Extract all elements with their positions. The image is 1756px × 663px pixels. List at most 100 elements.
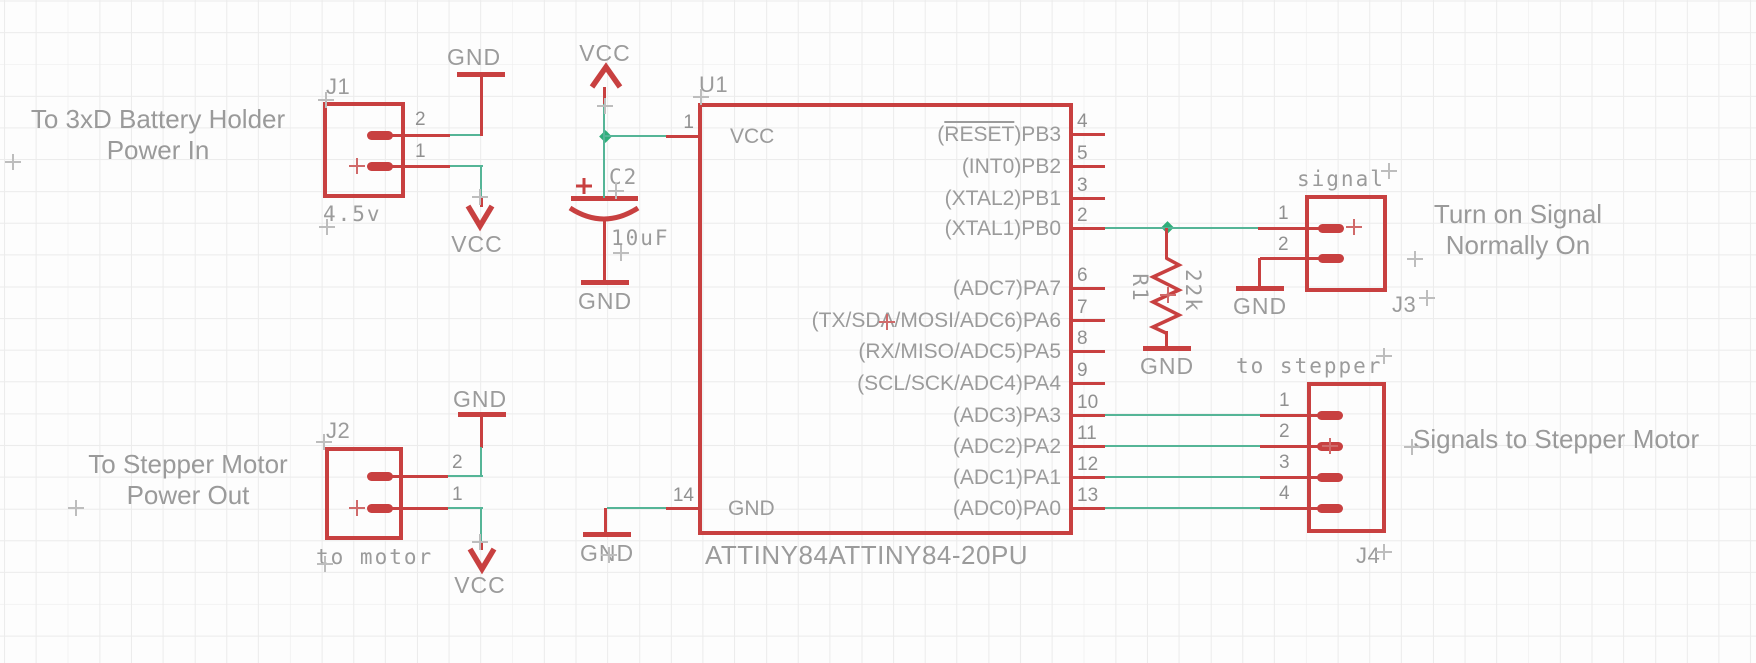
- net-wire[interactable]: [605, 135, 667, 137]
- pin-wire[interactable]: [1260, 413, 1342, 417]
- pin-wire[interactable]: [602, 218, 606, 282]
- pin-wire[interactable]: [1073, 196, 1105, 200]
- vcc-symbol[interactable]: VCC: [579, 40, 631, 66]
- pin-wire[interactable]: [479, 417, 483, 448]
- pin-number: 2: [1278, 234, 1289, 255]
- net-wire[interactable]: [450, 165, 483, 167]
- pin-wire[interactable]: [378, 506, 448, 510]
- pin-wire[interactable]: [1073, 444, 1105, 448]
- pin-label: (ADC0)PA0: [952, 497, 1061, 520]
- pin-number: 14: [672, 485, 694, 506]
- pin-wire[interactable]: [1260, 256, 1343, 260]
- pin-number: 4: [1279, 483, 1290, 504]
- net-wire[interactable]: [1105, 227, 1259, 229]
- part-value: 4.5v: [323, 202, 382, 226]
- pin-wire[interactable]: [1260, 475, 1342, 479]
- net-label: GND: [577, 288, 633, 314]
- pin-label: (ADC2)PA2: [952, 435, 1061, 458]
- annotation-turn-on-signal: Turn on Signal Normally On: [1433, 199, 1603, 260]
- pin-number: 8: [1077, 328, 1088, 349]
- pin-wire[interactable]: [1073, 286, 1105, 290]
- pin-label: (INT0)PB2: [961, 155, 1061, 178]
- pin-wire[interactable]: [602, 87, 606, 106]
- pin-number: 4: [1077, 111, 1088, 132]
- net-label: GND: [452, 386, 508, 412]
- pin-wire[interactable]: [1073, 381, 1105, 385]
- net-wire[interactable]: [603, 104, 605, 198]
- pin-wire[interactable]: [1073, 475, 1105, 479]
- net-wire[interactable]: [480, 508, 482, 542]
- pin-number: 1: [415, 141, 426, 162]
- net-wire[interactable]: [448, 475, 483, 477]
- gnd-bar-icon: [1143, 346, 1191, 351]
- part-name: C2: [609, 165, 639, 189]
- part-value: 10uF: [611, 226, 670, 250]
- pin-number: 9: [1077, 360, 1088, 381]
- pin-wire[interactable]: [1073, 164, 1105, 168]
- pin-label: VCC: [730, 125, 775, 148]
- pin-wire[interactable]: [380, 164, 450, 168]
- pin-wire[interactable]: [1164, 331, 1168, 348]
- net-wire[interactable]: [480, 166, 482, 198]
- net-wire[interactable]: [480, 447, 482, 477]
- vcc-arrow-icon: [465, 204, 495, 232]
- pin-label: (ADC7)PA7: [952, 277, 1061, 300]
- pin-number: 1: [683, 112, 694, 133]
- pin-wire[interactable]: [1073, 413, 1105, 417]
- net-wire[interactable]: [1105, 414, 1260, 416]
- pin-wire[interactable]: [1260, 444, 1342, 448]
- pin-wire[interactable]: [479, 77, 483, 136]
- pin-wire[interactable]: [1073, 349, 1105, 353]
- net-wire[interactable]: [450, 134, 483, 136]
- net-wire[interactable]: [1105, 476, 1260, 478]
- pin-wire[interactable]: [1258, 226, 1343, 230]
- pin-wire[interactable]: [1260, 506, 1342, 510]
- part-name: R1: [1128, 273, 1152, 303]
- part-value: ATTINY84ATTINY84-20PU: [705, 540, 1029, 570]
- pin-wire[interactable]: [1164, 228, 1168, 259]
- connector-body[interactable]: [1307, 382, 1386, 533]
- part-name: J2: [326, 418, 351, 443]
- pin-label: (RESET)PB3: [937, 123, 1061, 146]
- net-wire[interactable]: [607, 507, 667, 509]
- pin-wire[interactable]: [666, 134, 698, 138]
- net-label: GND: [1232, 293, 1288, 319]
- vcc-arrow-icon: [467, 547, 497, 575]
- pin-wire[interactable]: [666, 506, 698, 510]
- pin-number: 2: [452, 452, 463, 473]
- connector-body[interactable]: [325, 447, 403, 540]
- net-wire[interactable]: [448, 507, 483, 509]
- pin-number: 11: [1077, 423, 1097, 444]
- vcc-symbol[interactable]: VCC: [451, 231, 503, 257]
- pin-number: 2: [1077, 205, 1088, 226]
- pin-label: (SCL/SCK/ADC4)PA4: [857, 372, 1061, 395]
- pin-number: 13: [1077, 485, 1099, 506]
- pin-wire[interactable]: [1257, 258, 1261, 288]
- pin-wire[interactable]: [1073, 318, 1105, 322]
- pin-label: (TX/SDA/MOSI/ADC6)PA6: [811, 309, 1061, 332]
- pin-wire[interactable]: [1073, 506, 1105, 510]
- pin-number: 3: [1077, 175, 1088, 196]
- connector-body[interactable]: [1305, 195, 1387, 292]
- pin-number: 2: [1279, 421, 1290, 442]
- connector-body[interactable]: [323, 102, 405, 198]
- pin-wire[interactable]: [479, 541, 483, 550]
- pin-label: (RX/MISO/ADC5)PA5: [858, 340, 1061, 363]
- vcc-symbol[interactable]: VCC: [454, 572, 506, 598]
- pin-wire[interactable]: [479, 197, 483, 207]
- pin-wire[interactable]: [603, 508, 607, 534]
- net-wire[interactable]: [1105, 445, 1260, 447]
- part-value: 22k: [1181, 269, 1205, 313]
- net-wire[interactable]: [1105, 507, 1260, 509]
- pin-label: GND: [728, 497, 775, 520]
- pin-number: 2: [415, 109, 426, 130]
- ic-body[interactable]: [698, 103, 1073, 535]
- pin-wire[interactable]: [1073, 132, 1105, 136]
- pin-wire[interactable]: [1073, 226, 1105, 230]
- pin-number: 1: [1279, 390, 1290, 411]
- gnd-bar-icon: [581, 280, 629, 285]
- pin-wire[interactable]: [378, 474, 448, 478]
- anchor-cross-icon: [1419, 290, 1435, 306]
- pin-wire[interactable]: [380, 133, 450, 137]
